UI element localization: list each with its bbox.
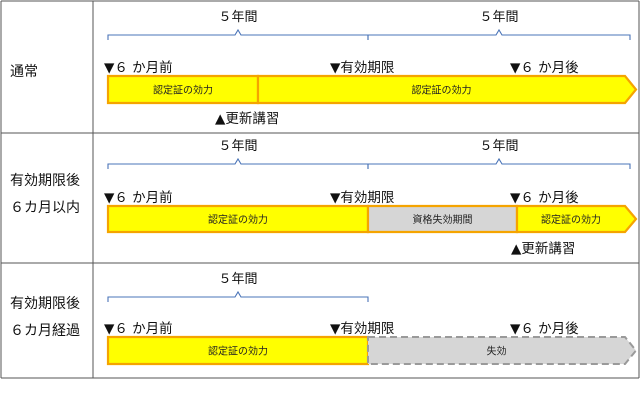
period-label: ５年間 [479, 10, 518, 25]
row-label: ６カ月以内 [10, 200, 80, 216]
timeline-marker: ▼有効期限 [330, 190, 395, 206]
bar-label: 失効 [487, 345, 507, 358]
timeline-marker: ▼６ か月前 [104, 320, 173, 337]
bar-label: 資格失効期間 [413, 213, 473, 226]
period-label: ５年間 [218, 10, 257, 25]
row-label: 通常 [10, 64, 38, 80]
valid-period-bar [256, 74, 638, 105]
bar-label: 認定証の効力 [412, 84, 472, 97]
row-label: 有効期限後 [10, 296, 80, 312]
table-grid [0, 0, 640, 379]
period-brace [367, 157, 631, 169]
period-brace [107, 290, 369, 302]
period-label: ５年間 [479, 139, 518, 154]
bar-label: 認定証の効力 [153, 84, 213, 97]
timeline-marker: ▼６ か月後 [510, 190, 579, 206]
timeline-marker: ▼６ か月前 [104, 59, 173, 76]
period-brace [107, 28, 369, 40]
period-brace [107, 157, 369, 169]
timeline-marker: ▼有効期限 [330, 60, 395, 76]
timeline-marker: ▼６ か月前 [104, 189, 173, 206]
period-label: ５年間 [218, 272, 257, 287]
bar-label: 認定証の効力 [541, 213, 601, 226]
renewal-training-marker: ▲更新講習 [511, 241, 575, 257]
timeline-marker: ▼６ か月後 [510, 321, 579, 337]
expired-period-bar [367, 336, 638, 365]
valid-period-bar [515, 204, 638, 234]
period-label: ５年間 [218, 139, 257, 154]
timeline-marker: ▼６ か月後 [510, 60, 579, 76]
period-brace [367, 28, 631, 40]
row-label: 有効期限後 [10, 173, 80, 189]
bar-label: 認定証の効力 [208, 345, 268, 358]
timeline-marker: ▼有効期限 [330, 321, 395, 337]
row-label: ６カ月経過 [10, 323, 80, 339]
renewal-training-marker: ▲更新講習 [215, 111, 279, 127]
bar-label: 認定証の効力 [208, 213, 268, 226]
